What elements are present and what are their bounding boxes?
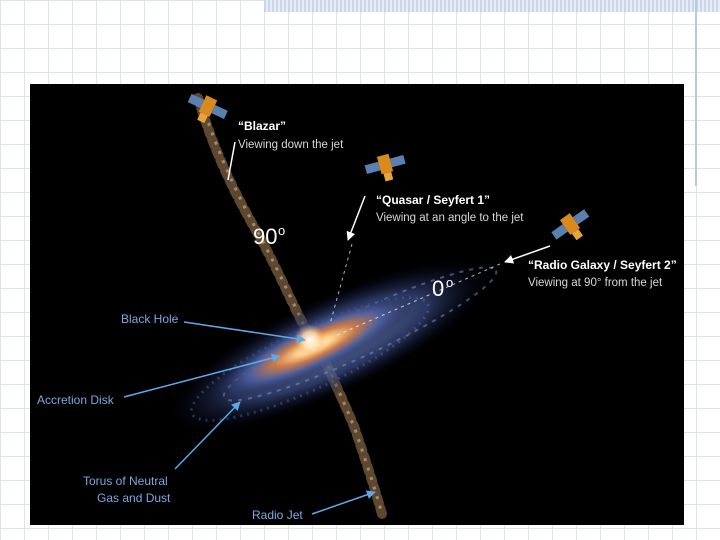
black-hole-core [294,324,326,356]
angle-0-value: 0 [432,276,444,301]
blazar-view-pointer [227,141,236,181]
quasar-satellite-icon [364,153,406,182]
black-hole-label: Black Hole [121,312,179,326]
blazar-sublabel: Viewing down the jet [238,139,344,151]
agn-diagram-svg: “Blazar” Viewing down the jet “Quasar / … [37,93,677,522]
radio-galaxy-satellite-icon [551,209,590,241]
accretion-disk-pointer [123,353,281,398]
angle-90-value: 90 [253,224,277,249]
blazar-label: “Blazar” [238,119,286,133]
radio-galaxy-sight-line [334,263,501,337]
upper-radio-jet [193,93,313,339]
accretion-disk-label: Accretion Disk [37,393,115,407]
black-hole-pointer [183,321,306,344]
quasar-view-arrow [346,195,366,241]
radio-jet-label: Radio Jet [252,508,303,522]
radio-galaxy-sublabel: Viewing at 90° from the jet [528,277,663,289]
quasar-sublabel: Viewing at an angle to the jet [376,212,524,224]
radio-galaxy-label: “Radio Galaxy / Seyfert 2” [528,258,677,272]
torus-label-line1: Torus of Neutral [83,474,168,488]
slide-top-band [264,0,720,12]
radio-galaxy-view-arrow [504,245,551,264]
angle-0-unit: o [446,275,453,290]
slide-right-rule [695,0,697,186]
torus-label-line2: Gas and Dust [97,491,171,505]
radio-jet-pointer [311,490,376,515]
quasar-label: “Quasar / Seyfert 1” [376,193,490,207]
angle-90-unit: o [278,223,285,238]
blazar-satellite-icon [187,93,228,124]
agn-unified-model-figure: “Blazar” Viewing down the jet “Quasar / … [30,84,684,525]
torus-pointer [174,401,241,470]
